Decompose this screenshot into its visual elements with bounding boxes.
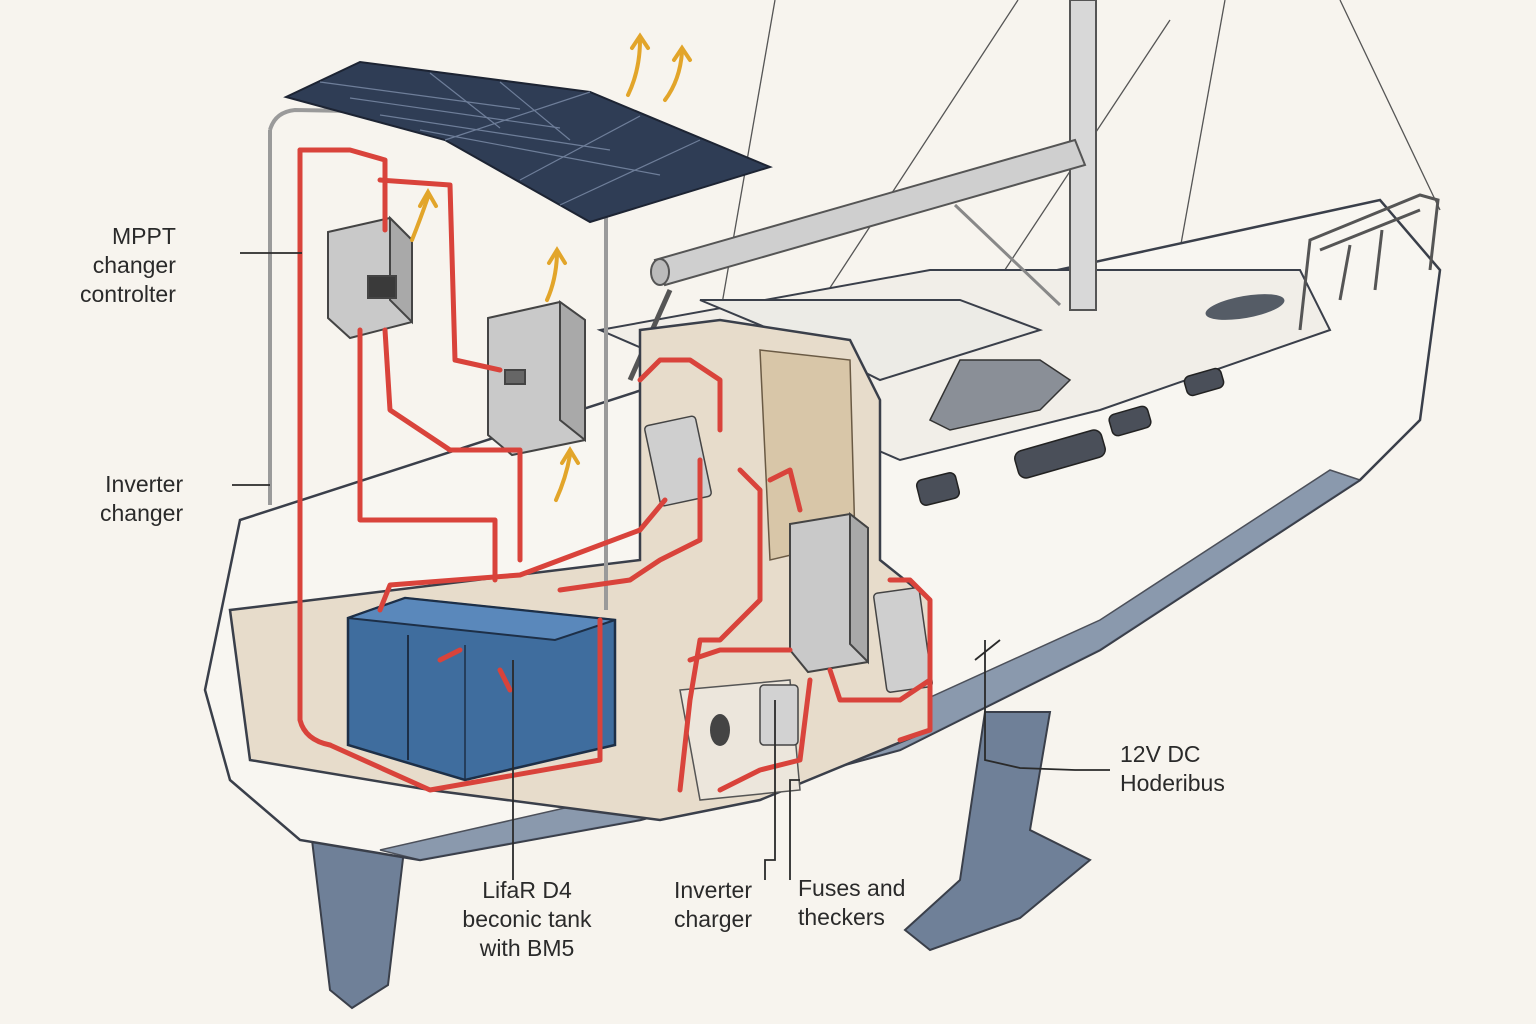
solar-array (268, 60, 773, 610)
inverter-bottom-line-2: charger (674, 906, 752, 932)
mppt-label-line-3: controlter (80, 281, 176, 307)
battery-icon (346, 596, 617, 782)
inverter-bottom-line-1: Inverter (674, 877, 752, 903)
fuses-label: Fuses and theckers (798, 874, 905, 932)
inverter-bottom-label: Inverter charger (658, 876, 768, 934)
leader-lines (232, 252, 1110, 880)
dc-bus-label: 12V DC Hoderibus (1120, 740, 1225, 798)
inverter-left-line-2: changer (100, 500, 184, 526)
heat-arrow-icon (410, 32, 692, 502)
mast-boom (627, 0, 1097, 382)
battery-label-line-1: LifaR D4 (482, 877, 572, 903)
inverter-left-label: Inverter changer (100, 470, 183, 528)
mppt-label-line-1: MPPT (111, 223, 176, 249)
wiring (297, 147, 933, 793)
mppt-controller-label: MPPT changer controlter (80, 222, 176, 309)
battery-label: LifaR D4 beconic tank with BM5 (442, 876, 612, 963)
mppt-label-line-2: changer (92, 252, 176, 278)
deck-cabin (596, 269, 1332, 506)
keel-and-rudder (310, 711, 1092, 1010)
dc-bus-label-line-2: Hoderibus (1120, 770, 1225, 796)
dc-bus-label-line-1: 12V DC (1120, 741, 1201, 767)
fuse-block-icon (644, 415, 933, 693)
controller-box-icon (327, 215, 869, 674)
fuses-label-line-1: Fuses and (798, 875, 906, 901)
battery-label-line-3: with BM5 (479, 935, 575, 961)
inverter-left-line-1: Inverter (105, 471, 184, 497)
bow-pulpit (1298, 193, 1440, 331)
fuses-label-line-2: theckers (798, 904, 885, 930)
solar-panel-icon (283, 60, 773, 224)
battery-label-line-2: beconic tank (462, 906, 592, 932)
